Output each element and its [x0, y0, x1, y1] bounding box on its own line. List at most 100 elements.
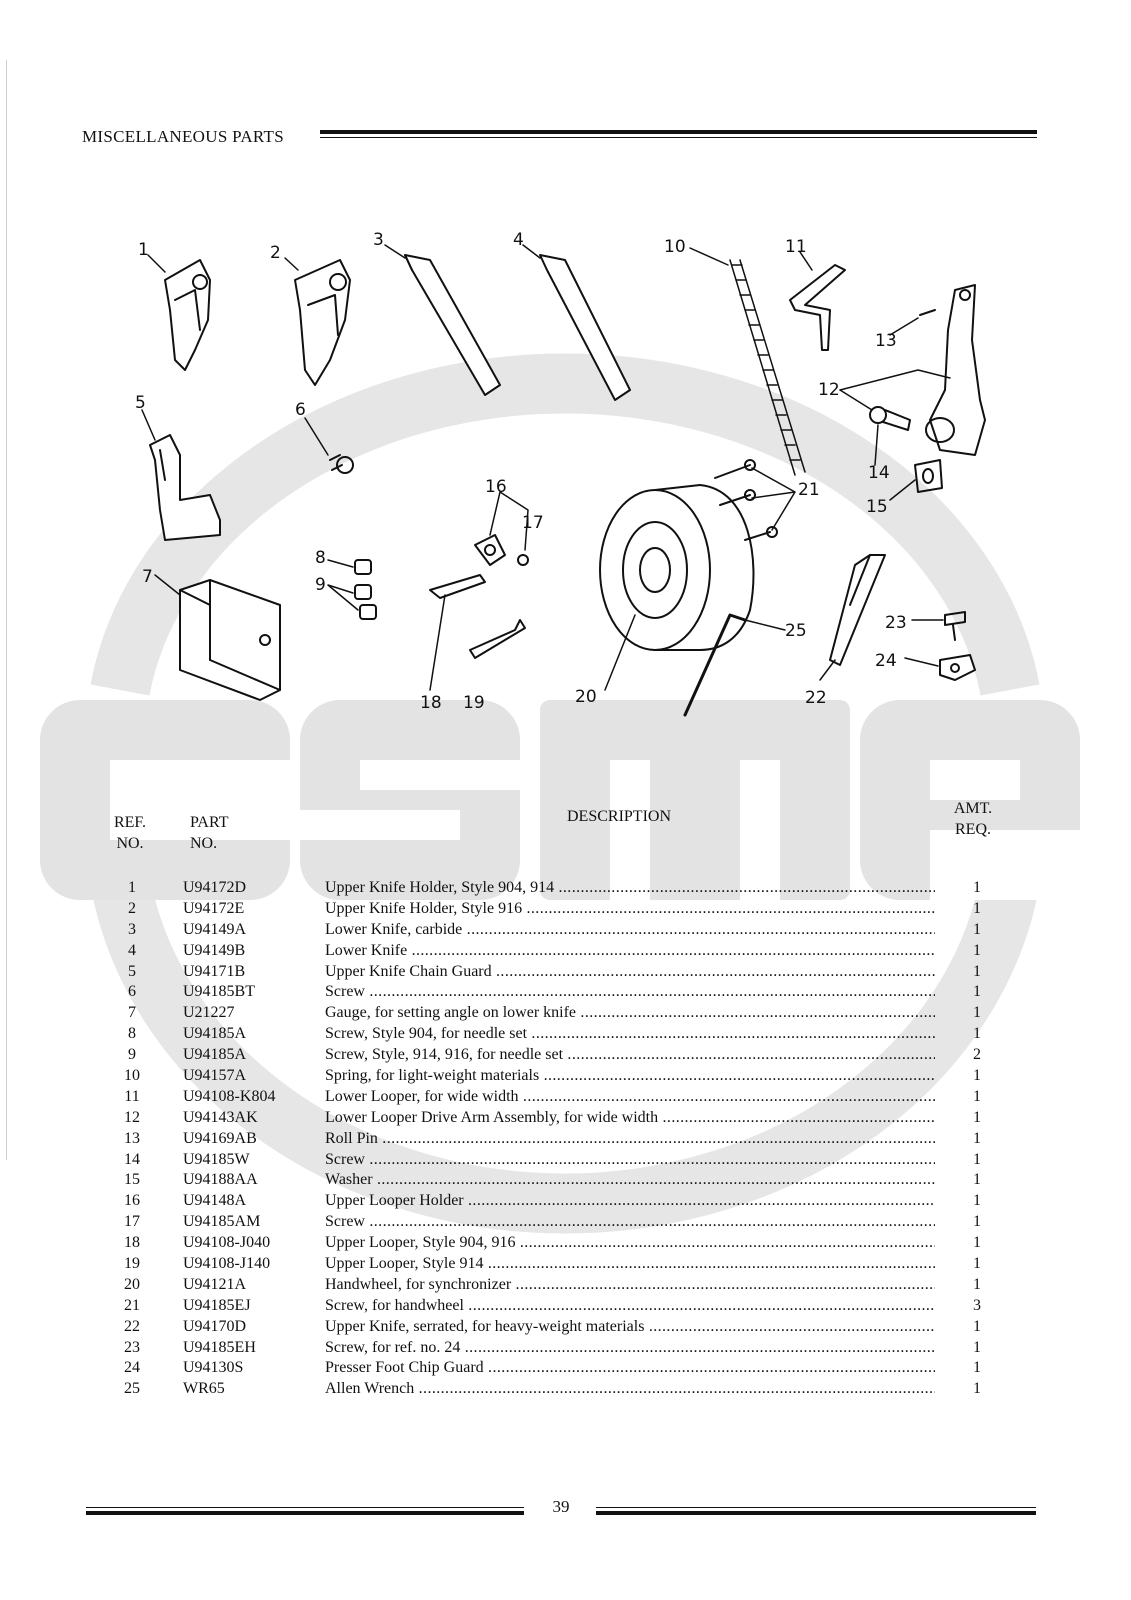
footer-rule-left	[86, 1507, 524, 1515]
description-cell: Upper Looper, Style 904, 916	[325, 1233, 935, 1253]
ref-header-line2: NO.	[116, 835, 144, 852]
parts-diagram: 1 2 3 4 10 11 12 13 14 15 5 6 7 8 9 16 1…	[135, 230, 986, 717]
part-number-cell: U94185AM	[183, 1213, 261, 1231]
section-title: MISCELLANEOUS PARTS	[82, 127, 284, 146]
part-number-cell: U94185A	[183, 1046, 247, 1064]
description-cell: Lower Knife	[325, 941, 935, 961]
table-row: 14U94185WScrew1	[0, 1150, 1131, 1171]
amount-cell: 1	[973, 1234, 981, 1252]
description-cell: Lower Looper Drive Arm Assembly, for wid…	[325, 1108, 935, 1128]
amount-cell: 1	[973, 920, 981, 938]
part-number-cell: U94185A	[183, 1025, 247, 1043]
description-cell: Upper Knife, serrated, for heavy-weight …	[325, 1317, 935, 1337]
ref-cell: 14	[124, 1150, 140, 1168]
part-number-cell: U94108-J140	[183, 1255, 271, 1273]
callout-24: 24	[875, 651, 897, 671]
ref-cell: 12	[124, 1108, 140, 1126]
part-23-screw	[944, 611, 966, 641]
table-header: REF. NO. PART NO. DESCRIPTION AMT. REQ.	[0, 800, 1131, 862]
amount-cell: 1	[973, 1025, 981, 1043]
part-header-line2: NO.	[190, 835, 218, 852]
callout-16: 16	[485, 477, 507, 497]
callout-21: 21	[798, 480, 820, 500]
ref-cell: 3	[128, 920, 136, 938]
ref-cell: 23	[124, 1338, 140, 1356]
amount-cell: 1	[973, 1087, 981, 1105]
amount-cell: 3	[973, 1296, 981, 1314]
part-16-looper-holder	[474, 534, 506, 566]
callout-25: 25	[785, 621, 807, 641]
ref-header-line1: REF.	[113, 814, 147, 831]
part-number-cell: U94108-K804	[183, 1087, 276, 1105]
amount-cell: 1	[973, 899, 981, 917]
part-number-cell: U94121A	[183, 1275, 247, 1293]
ref-cell: 25	[124, 1380, 140, 1398]
table-row: 15U94188AAWasher1	[0, 1170, 1131, 1191]
callout-13: 13	[875, 331, 897, 351]
callout-14: 14	[868, 463, 890, 483]
part-10-spring	[729, 259, 806, 476]
footer-rule-right	[596, 1507, 1036, 1515]
description-cell: Handwheel, for synchronizer	[325, 1275, 935, 1295]
part-6-screw	[329, 454, 354, 474]
amount-cell: 1	[973, 1171, 981, 1189]
ref-cell: 21	[124, 1296, 140, 1314]
part-4-lower-knife	[539, 254, 631, 401]
callout-23: 23	[885, 613, 907, 633]
callout-17: 17	[522, 513, 544, 533]
part-3-lower-knife	[404, 254, 501, 396]
part-number-cell: U94169AB	[183, 1129, 257, 1147]
part-number-cell: U94185EH	[183, 1338, 256, 1356]
amount-cell: 1	[973, 1192, 981, 1210]
callout-7: 7	[142, 567, 153, 587]
table-row: 17U94185AMScrew1	[0, 1212, 1131, 1233]
ref-cell: 24	[124, 1359, 140, 1377]
description-header: DESCRIPTION	[567, 808, 672, 825]
part-2-upper-knife-holder	[294, 259, 351, 386]
ref-cell: 15	[124, 1171, 140, 1189]
amount-cell: 1	[973, 1004, 981, 1022]
part-5-chain-guard	[149, 434, 221, 541]
part-15-washer	[914, 459, 943, 493]
part-number-cell: U94185BT	[183, 983, 255, 1001]
description-cell: Upper Knife Chain Guard	[325, 962, 935, 982]
amount-cell: 1	[973, 962, 981, 980]
ref-cell: 8	[128, 1025, 136, 1043]
callout-18: 18	[420, 693, 442, 713]
ref-cell: 18	[124, 1234, 140, 1252]
part-number-cell: U94149B	[183, 941, 246, 959]
description-cell: Lower Looper, for wide width	[325, 1087, 935, 1107]
amount-cell: 1	[973, 1380, 981, 1398]
header-rule	[320, 130, 1037, 138]
part-25-allen-wrench	[683, 613, 747, 717]
amount-cell: 1	[973, 941, 981, 959]
amount-cell: 1	[973, 1213, 981, 1231]
description-cell: Spring, for light-weight materials	[325, 1066, 935, 1086]
ref-cell: 7	[128, 1004, 136, 1022]
description-cell: Lower Knife, carbide	[325, 920, 935, 940]
ref-cell: 13	[124, 1129, 140, 1147]
page-header: MISCELLANEOUS PARTS	[82, 125, 1037, 149]
page-number: 39	[552, 1497, 570, 1516]
ref-cell: 1	[128, 879, 136, 896]
description-cell: Screw, for handwheel	[325, 1296, 935, 1316]
amount-cell: 1	[973, 983, 981, 1001]
amount-cell: 1	[973, 1150, 981, 1168]
part-24-chip-guard	[939, 654, 976, 681]
parts-illustration: 1 2 3 4 10 11 12 13 14 15 5 6 7 8 9 16 1…	[60, 210, 1070, 750]
callout-6: 6	[295, 400, 306, 420]
callout-3: 3	[373, 230, 384, 250]
